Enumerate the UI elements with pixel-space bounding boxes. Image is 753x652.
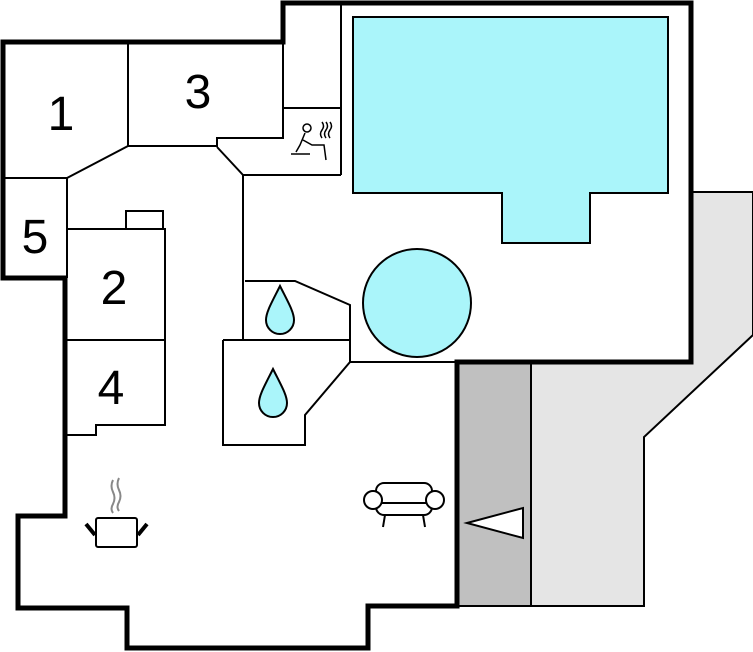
room-label-4: 4 xyxy=(98,362,125,415)
sauna-icon xyxy=(291,121,333,161)
kitchen-pot-icon xyxy=(84,477,149,548)
entrance-arrow-icon xyxy=(463,506,524,540)
room-label-3: 3 xyxy=(185,66,212,119)
pool-icon xyxy=(352,16,669,244)
bathroom-drop-icon xyxy=(264,283,296,335)
covered-entrance xyxy=(456,361,532,607)
living-armchair-icon xyxy=(363,482,445,528)
room-label-2: 2 xyxy=(101,262,128,315)
interior-walls xyxy=(3,3,457,446)
bathroom-drop-icon xyxy=(257,366,289,418)
whirlpool-icon xyxy=(362,248,472,358)
room-label-1: 1 xyxy=(48,88,75,141)
room-label-5: 5 xyxy=(22,211,49,264)
